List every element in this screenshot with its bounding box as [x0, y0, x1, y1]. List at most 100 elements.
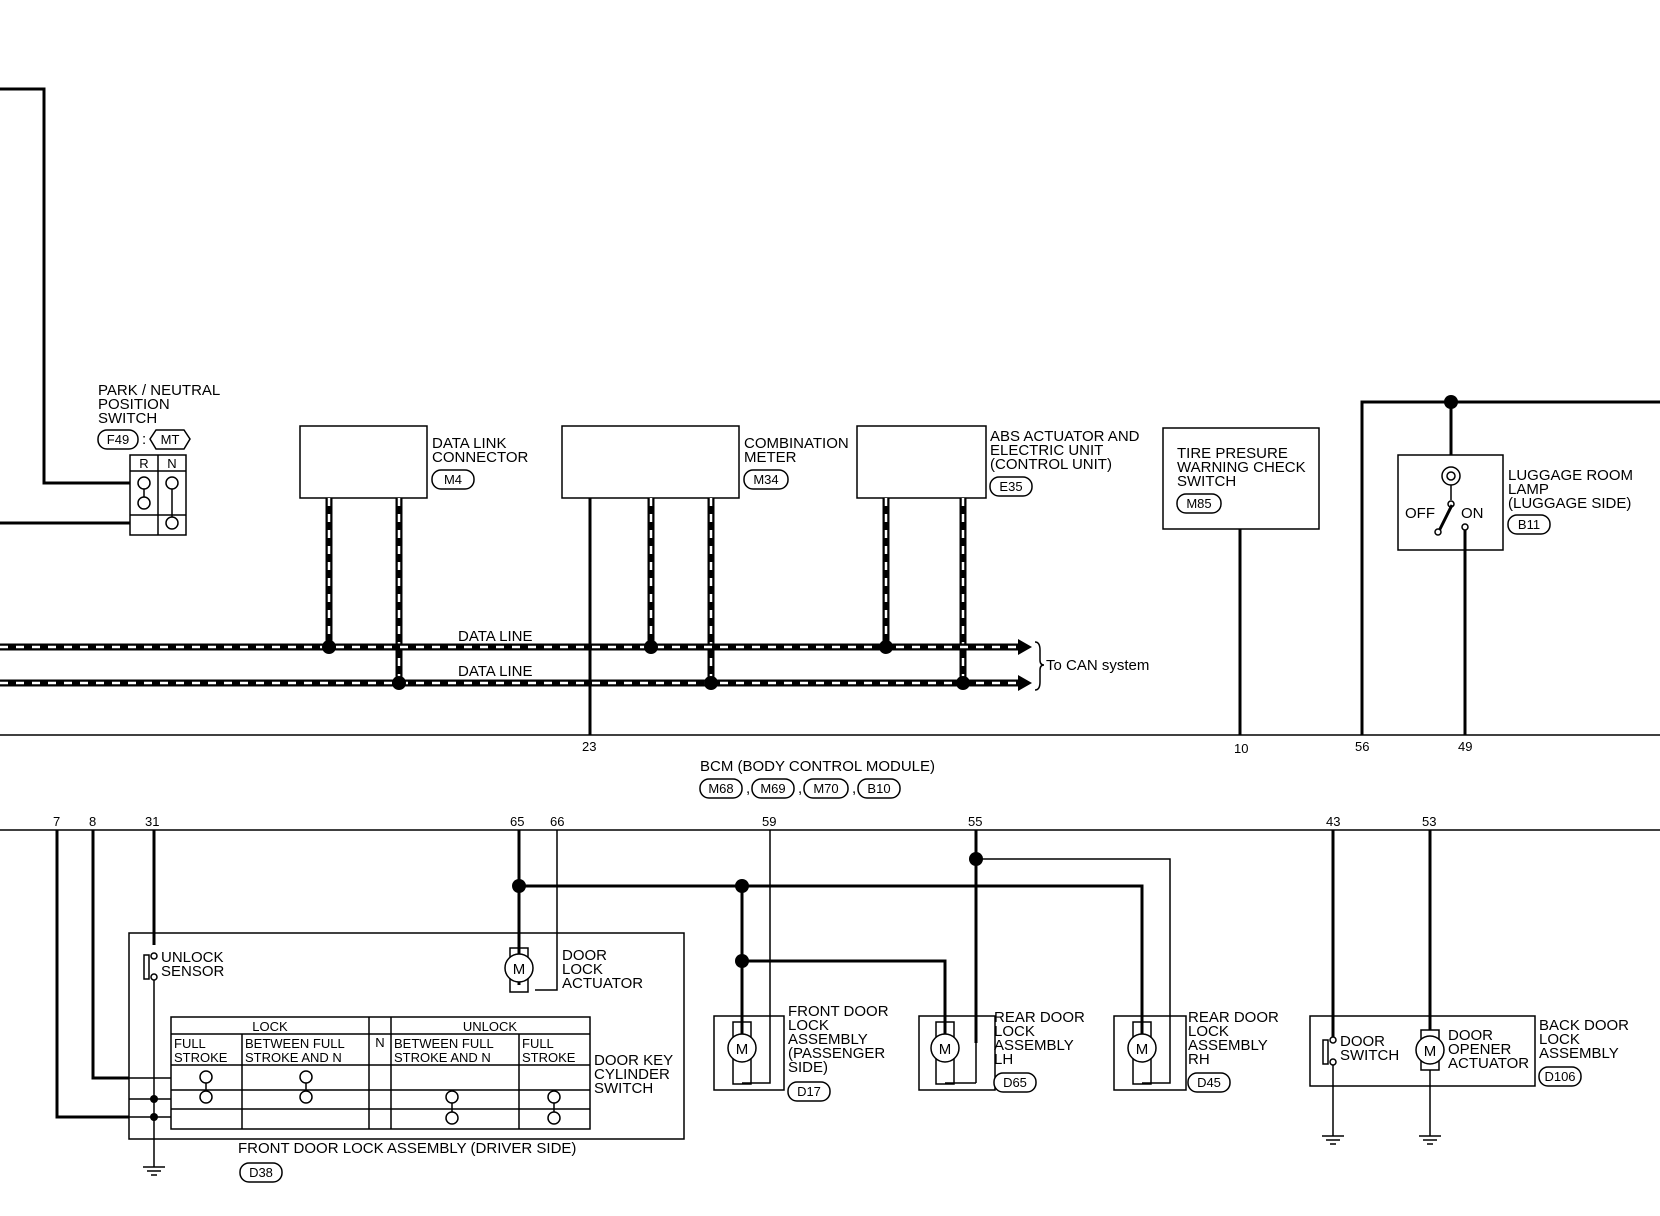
connector-badge	[97, 429, 139, 450]
rear-rh-connector: D45	[1197, 1075, 1221, 1090]
data-line-label-1: DATA LINE	[458, 628, 532, 645]
meter-title-2: METER	[744, 449, 797, 466]
pn-title-1: PARK / NEUTRAL	[98, 382, 220, 399]
bcm-title: BCM (BODY CONTROL MODULE)	[700, 758, 935, 775]
opener-motor: M	[1424, 1043, 1437, 1060]
pin-53: 53	[1422, 814, 1436, 829]
table-bu-2: STROKE AND N	[394, 1050, 491, 1065]
bcm-conn-4: B10	[867, 781, 890, 796]
pin-59: 59	[762, 814, 776, 829]
pn-variant: MT	[161, 432, 180, 447]
abs-connector: E35	[999, 479, 1022, 494]
back-door-3: ASSEMBLY	[1539, 1045, 1619, 1062]
opener-2: OPENER	[1448, 1041, 1512, 1058]
back-door-connector: D106	[1544, 1069, 1575, 1084]
passenger-title-1: FRONT DOOR	[788, 1003, 889, 1020]
rear-lh-3: ASSEMBLY	[994, 1037, 1074, 1054]
passenger-title-4: (PASSENGER	[788, 1045, 885, 1062]
dlc-connector: M4	[444, 472, 462, 487]
abs-title-1: ABS ACTUATOR AND	[990, 428, 1140, 445]
pn-title-3: SWITCH	[98, 410, 157, 427]
pin-8: 8	[89, 814, 96, 829]
door-switch-1: DOOR	[1340, 1033, 1385, 1050]
abs-unit: ABS ACTUATOR AND ELECTRIC UNIT (CONTROL …	[856, 425, 1140, 499]
actuator-3: ACTUATOR	[562, 975, 643, 992]
table-fs-1: FULL	[174, 1036, 206, 1051]
table-n: N	[375, 1035, 384, 1050]
data-link-connector: DATA LINK CONNECTOR M4	[299, 425, 529, 499]
passenger-title-5: SIDE)	[788, 1059, 828, 1076]
passenger-door-assembly: M FRONT DOOR LOCK ASSEMBLY (PASSENGER SI…	[713, 1003, 889, 1102]
pin-10: 10	[1234, 741, 1248, 756]
unlock-sensor-1: UNLOCK	[161, 949, 224, 966]
svg-text:,: ,	[852, 780, 856, 797]
bcm: 23 10 56 49 BCM (BODY CONTROL MODULE) M6…	[0, 734, 1660, 831]
rear-lh-assembly: M REAR DOOR LOCK ASSEMBLY LH D65	[918, 1009, 1085, 1093]
passenger-motor: M	[736, 1041, 749, 1058]
rear-lh-2: LOCK	[994, 1023, 1035, 1040]
pin-55: 55	[968, 814, 982, 829]
rear-rh-2: LOCK	[1188, 1023, 1229, 1040]
passenger-connector: D17	[797, 1084, 821, 1099]
pn-col-n: N	[167, 456, 176, 471]
svg-text:,: ,	[746, 780, 750, 797]
driver-title: FRONT DOOR LOCK ASSEMBLY (DRIVER SIDE)	[238, 1140, 576, 1157]
lamp-title-2: LAMP	[1508, 481, 1549, 498]
rear-rh-assembly: M REAR DOOR LOCK ASSEMBLY RH D45	[1113, 1009, 1279, 1093]
pn-connector: F49	[107, 432, 129, 447]
dlc-title-2: CONNECTOR	[432, 449, 529, 466]
table-bl-1: BETWEEN FULL	[245, 1036, 345, 1051]
rear-rh-1: REAR DOOR	[1188, 1009, 1279, 1026]
left-incoming-wires	[0, 87, 130, 525]
svg-text:,: ,	[798, 780, 802, 797]
bcm-conn-1: M68	[708, 781, 733, 796]
driver-door-assembly: UNLOCK SENSOR M DOOR LOCK ACTUATOR LOCK …	[55, 830, 685, 1183]
lamp-title-1: LUGGAGE ROOM	[1508, 467, 1633, 484]
tpms-title-2: WARNING CHECK	[1177, 459, 1306, 476]
table-unlock: UNLOCK	[463, 1019, 518, 1034]
pn-title-2: POSITION	[98, 396, 170, 413]
keyswitch-1: DOOR KEY	[594, 1052, 673, 1069]
keyswitch-3: SWITCH	[594, 1080, 653, 1097]
opener-1: DOOR	[1448, 1027, 1493, 1044]
bcm-conn-3: M70	[813, 781, 838, 796]
lamp-title-3: (LUGGAGE SIDE)	[1508, 495, 1631, 512]
pin-56: 56	[1355, 739, 1369, 754]
back-door-1: BACK DOOR	[1539, 1017, 1629, 1034]
rear-rh-3: ASSEMBLY	[1188, 1037, 1268, 1054]
lamp-off: OFF	[1405, 505, 1435, 522]
table-bl-2: STROKE AND N	[245, 1050, 342, 1065]
keyswitch-2: CYLINDER	[594, 1066, 670, 1083]
pin-49: 49	[1458, 739, 1472, 754]
rear-lh-4: LH	[994, 1051, 1013, 1068]
abs-title-2: ELECTRIC UNIT	[990, 442, 1103, 459]
rear-lh-motor: M	[939, 1041, 952, 1058]
actuator-1: DOOR	[562, 947, 607, 964]
pin-65: 65	[510, 814, 524, 829]
passenger-title-2: LOCK	[788, 1017, 829, 1034]
actuator-motor: M	[513, 961, 526, 978]
abs-title-3: (CONTROL UNIT)	[990, 456, 1112, 473]
meter-connector: M34	[753, 472, 778, 487]
pn-colon: :	[142, 431, 146, 448]
combination-meter: COMBINATION METER M34	[561, 425, 849, 499]
tpms-title-1: TIRE PRESURE	[1177, 445, 1288, 462]
actuator-2: LOCK	[562, 961, 603, 978]
table-fs-2: STROKE	[174, 1050, 228, 1065]
dlc-title-1: DATA LINK	[432, 435, 506, 452]
pin-66: 66	[550, 814, 564, 829]
pin-31: 31	[145, 814, 159, 829]
meter-title-1: COMBINATION	[744, 435, 849, 452]
pn-col-r: R	[139, 456, 148, 471]
can-label: To CAN system	[1046, 657, 1149, 674]
unlock-sensor-2: SENSOR	[161, 963, 225, 980]
bcm-conn-2: M69	[760, 781, 785, 796]
opener-3: ACTUATOR	[1448, 1055, 1529, 1072]
back-door-2: LOCK	[1539, 1031, 1580, 1048]
table-fs2-2: STROKE	[522, 1050, 576, 1065]
can-data-lines: DATA LINE DATA LINE To CAN system	[0, 498, 1149, 691]
table-fs2-1: FULL	[522, 1036, 554, 1051]
luggage-lamp: OFF ON LUGGAGE ROOM LAMP (LUGGAGE SIDE) …	[1360, 395, 1660, 735]
